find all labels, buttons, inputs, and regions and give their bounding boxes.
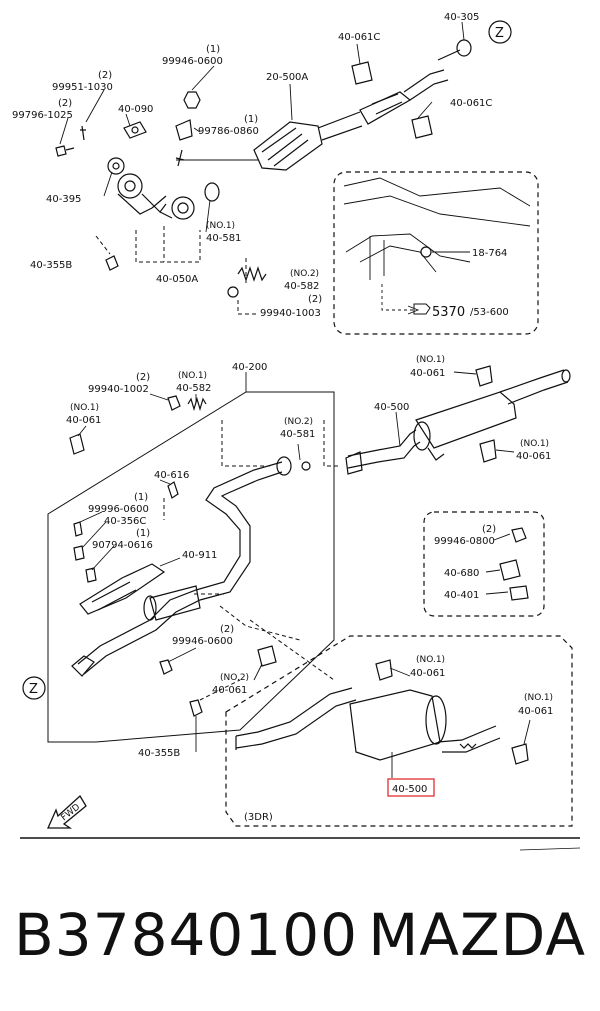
- no1-d: (NO.1): [70, 403, 99, 413]
- ring-40-581-top: [204, 182, 220, 202]
- nut-99946: [183, 91, 201, 109]
- label-40-200: 40-200: [232, 362, 267, 373]
- reference-inset: [333, 171, 539, 335]
- clip-40-355b-top: [105, 255, 119, 271]
- label-40-061c-right: 40-061C: [450, 98, 492, 109]
- label-99946-0600-mid: 99946-0600: [172, 636, 233, 647]
- ref-5370: 5370: [432, 305, 465, 320]
- label-40-582-top: 40-582: [284, 281, 319, 292]
- z-marker-top: Z: [488, 20, 512, 44]
- label-40-616: 40-616: [154, 470, 189, 481]
- no1-c: (NO.1): [416, 355, 445, 365]
- qty-1-c: (1): [134, 492, 148, 503]
- label-40-680: 40-680: [444, 568, 479, 579]
- small-parts-mid: [69, 395, 311, 717]
- qty-1-a: (1): [206, 44, 220, 55]
- label-40-061-3dr1: 40-061: [410, 668, 445, 679]
- spring-40-582-top: [227, 266, 267, 298]
- label-40-305: 40-305: [444, 12, 479, 23]
- bolt-99951: [80, 125, 86, 141]
- no2-b: (NO.2): [284, 417, 313, 427]
- label-99996-0600: 99996-0600: [88, 504, 149, 515]
- label-99946-0600-top: 99946-0600: [162, 56, 223, 67]
- qty-1-d: (1): [136, 528, 150, 539]
- label-40-061-3dr2: 40-061: [518, 706, 553, 717]
- label-3dr: (3DR): [244, 812, 273, 823]
- gasket-40-090: [123, 121, 147, 139]
- brand-name: MAZDA: [368, 901, 586, 969]
- svg-text:FWD: FWD: [59, 802, 82, 823]
- hangers-40-061c: [351, 39, 472, 139]
- z-marker-bottom: Z: [22, 676, 46, 700]
- label-40-090: 40-090: [118, 104, 153, 115]
- qty-2-d: (2): [136, 372, 150, 383]
- label-99796-1025: 99796-1025: [12, 110, 73, 121]
- label-40-395: 40-395: [46, 194, 81, 205]
- qty-2-a: (2): [98, 70, 112, 81]
- label-40-911: 40-911: [182, 550, 217, 561]
- 3dr-inset: [225, 635, 573, 827]
- heat-insulator-40-911: [79, 563, 166, 615]
- label-40-500-3dr: 40-500: [392, 784, 427, 795]
- no1-b: (NO.1): [178, 371, 207, 381]
- label-40-355b-bot: 40-355B: [138, 748, 180, 759]
- svg-text:Z: Z: [29, 682, 38, 697]
- label-40-061-left: 40-061: [66, 415, 101, 426]
- label-40-401: 40-401: [444, 590, 479, 601]
- highlighted-part-40-500[interactable]: 40-500: [387, 778, 435, 797]
- label-40-061-bot: 40-061: [212, 685, 247, 696]
- no2-a: (NO.2): [290, 269, 319, 279]
- pointer-hand-icon: [413, 303, 431, 315]
- label-18-764: 18-764: [472, 248, 507, 259]
- no1-a: (NO.1): [206, 221, 235, 231]
- bracket-clip: [175, 119, 193, 167]
- label-40-061-rt1: 40-061: [410, 368, 445, 379]
- label-40-581-top: 40-581: [206, 233, 241, 244]
- label-99940-1003: 99940-1003: [260, 308, 321, 319]
- label-20-500a: 20-500A: [266, 72, 308, 83]
- label-40-061-rt2: 40-061: [516, 451, 551, 462]
- label-90794-0616: 90794-0616: [92, 540, 153, 551]
- label-40-582-mid: 40-582: [176, 383, 211, 394]
- label-40-050a: 40-050A: [156, 274, 198, 285]
- front-pipe-flange: [117, 173, 195, 220]
- label-99940-1002: 99940-1002: [88, 384, 149, 395]
- bolt-99796: [55, 145, 75, 157]
- qty-2-c: (2): [308, 294, 322, 305]
- qty-1-b: (1): [244, 114, 258, 125]
- footer: B37840100 MAZDA: [0, 880, 600, 990]
- no1-f: (NO.1): [416, 655, 445, 665]
- fwd-arrow-icon: FWD: [46, 794, 87, 829]
- main-silencer: [345, 365, 571, 475]
- center-pipe-box: [47, 391, 335, 743]
- no2-c: (NO.2): [220, 673, 249, 683]
- no1-e: (NO.1): [520, 439, 549, 449]
- qty-2-b: (2): [58, 98, 72, 109]
- label-40-356c: 40-356C: [104, 516, 146, 527]
- qty-2-f: (2): [220, 624, 234, 635]
- label-99951-1030: 99951-1030: [52, 82, 113, 93]
- part-number: B37840100: [14, 901, 359, 969]
- parts-inset: [423, 511, 545, 617]
- center-pipe: [71, 456, 292, 677]
- exhaust-parts-diagram: Z Z FWD 40-305 40-061C 20-500A (1) 99946…: [12, 12, 581, 851]
- label-40-581-mid: 40-581: [280, 429, 315, 440]
- catalytic-converter: [253, 49, 461, 171]
- no1-g: (NO.1): [524, 693, 553, 703]
- label-40-355b-top: 40-355B: [30, 260, 72, 271]
- svg-text:Z: Z: [495, 26, 504, 41]
- ref-53-600: /53-600: [470, 307, 509, 318]
- label-99946-0800: 99946-0800: [434, 536, 495, 547]
- part-labels: 40-305 40-061C 20-500A (1) 99946-0600 (2…: [12, 12, 553, 823]
- label-40-061c-top: 40-061C: [338, 32, 380, 43]
- qty-2-e: (2): [482, 524, 496, 535]
- label-99786-0860: 99786-0860: [198, 126, 259, 137]
- label-40-500-mid: 40-500: [374, 402, 409, 413]
- gasket-40-395: [107, 157, 125, 175]
